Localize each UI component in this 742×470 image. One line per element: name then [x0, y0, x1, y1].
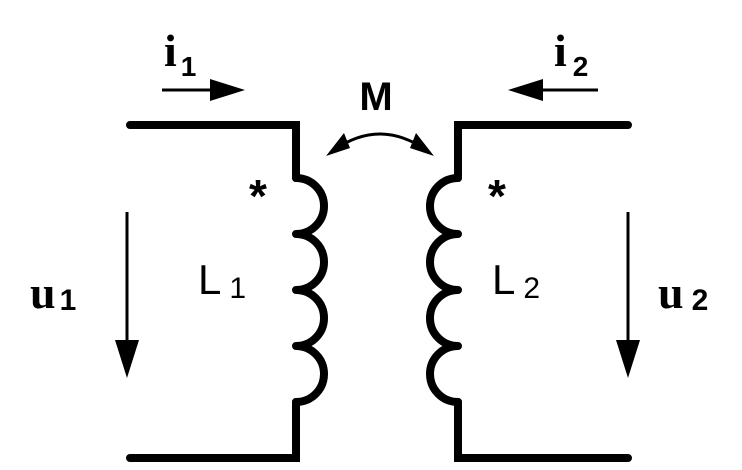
primary-top-wire: [126, 121, 300, 182]
primary-polarity-marker: *: [249, 170, 267, 222]
secondary-current-symbol: i: [554, 25, 567, 76]
primary-voltage-subscript: 1: [60, 284, 77, 317]
secondary-voltage-symbol: u: [658, 267, 684, 318]
secondary-voltage-subscript: 2: [692, 284, 709, 317]
secondary-inductor-symbol: L: [492, 256, 515, 303]
secondary-inductor-subscript: 2: [523, 272, 540, 305]
secondary-current-arrow: [508, 79, 598, 101]
secondary-polarity-marker: *: [488, 170, 506, 222]
primary-voltage-arrow: [115, 212, 139, 378]
secondary-voltage-arrow: [616, 212, 640, 378]
coupling-arrowhead-left: [326, 133, 350, 156]
secondary-bottom-wire: [454, 398, 632, 462]
primary-voltage-symbol: u: [30, 267, 56, 318]
coupling-label: M: [359, 75, 392, 119]
primary-inductor-symbol: L: [198, 256, 221, 303]
primary-coil: [292, 174, 328, 406]
primary-bottom-wire: [126, 398, 300, 462]
primary-inductor-subscript: 1: [229, 272, 246, 305]
primary-current-arrow: [162, 79, 245, 101]
secondary-coil: [426, 174, 462, 406]
primary-current-symbol: i: [164, 25, 177, 76]
primary-current-subscript: 1: [181, 51, 197, 82]
coupling-arrowhead-right: [410, 133, 434, 156]
secondary-current-subscript: 2: [573, 51, 589, 82]
secondary-top-wire: [454, 121, 632, 182]
